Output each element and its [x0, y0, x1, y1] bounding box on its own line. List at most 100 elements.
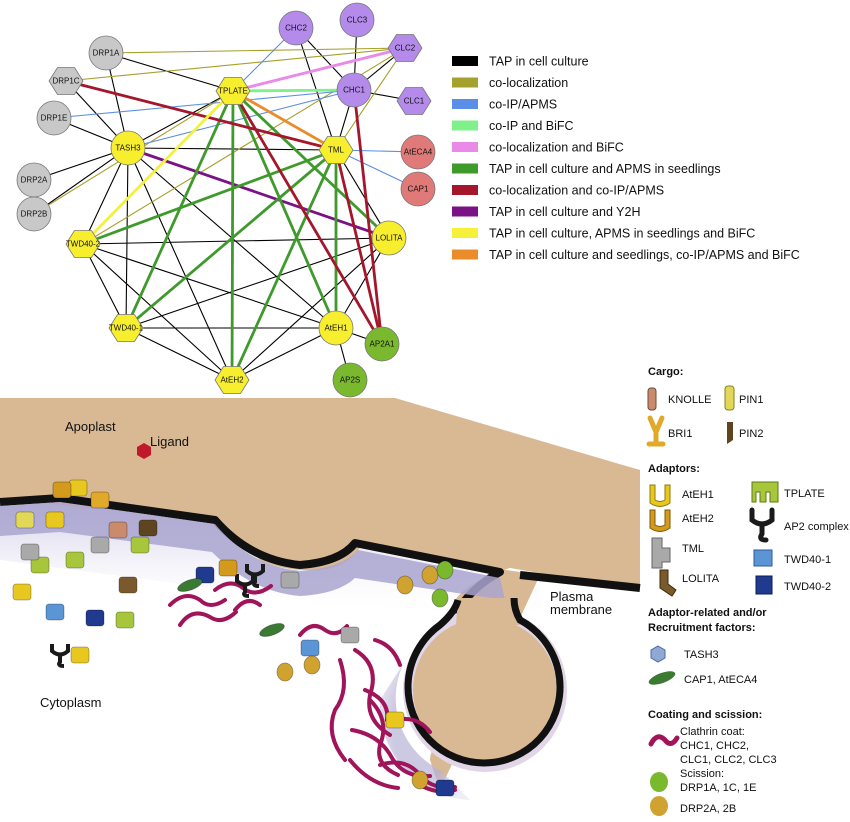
- clathrin-coat-label-3: CLC1, CLC2, CLC3: [680, 754, 777, 766]
- node-shape-clc1: [396, 87, 432, 115]
- vesicle-membrane: [404, 597, 564, 767]
- legend-swatch-coip_bifc: [452, 120, 478, 131]
- adaptors-title: Adaptors:: [648, 463, 700, 475]
- node-label-drp2a: DRP2A: [21, 176, 48, 185]
- edge-tplate-tash3: [127, 90, 234, 149]
- scene-bri1-17: [90, 491, 110, 509]
- edge-drp1e-chc1: [53, 89, 355, 119]
- legend-label-tap_y2h: TAP in cell culture and Y2H: [489, 205, 640, 219]
- scene-twd401-3: [45, 603, 65, 621]
- ligand-molecule: [137, 443, 151, 459]
- edge-drp1a-tplate: [105, 52, 234, 92]
- scene-lolita-9: [118, 576, 138, 594]
- edge-tash3-twd40-1: [125, 147, 129, 329]
- node-label-clc1: CLC1: [404, 97, 425, 106]
- edge-twd40-2-lolita: [82, 237, 390, 245]
- scene-tplate-0: [30, 556, 50, 574]
- node-label-drp2b: DRP2B: [21, 210, 48, 219]
- scene-tplate-11: [130, 536, 150, 554]
- scission-label-2: DRP1A, 1C, 1E: [680, 782, 756, 794]
- legend-label-coip_bifc: co-IP and BiFC: [489, 119, 574, 133]
- pin1-icon: [724, 385, 735, 411]
- pin2-label: PIN2: [739, 428, 763, 440]
- cap1-ateca4-icon: [648, 671, 676, 685]
- node-label-chc2: CHC2: [285, 24, 307, 33]
- node-label-ateh2: AtEH2: [220, 376, 244, 385]
- edge-tml-clc2: [335, 47, 406, 151]
- edge-tplate-lolita: [232, 89, 390, 240]
- edge-tplate-ap2a1: [231, 90, 384, 345]
- node-shape-clc3: [339, 2, 375, 38]
- edge-twd40-2-ateh2: [82, 243, 233, 381]
- scene-pin2-13: [138, 519, 158, 537]
- node-twd40-1: TWD40-1: [108, 314, 144, 342]
- node-clc2: CLC2: [387, 34, 423, 62]
- node-clc3: CLC3: [339, 2, 375, 38]
- node-label-ap2a1: AP2A1: [370, 340, 395, 349]
- ateh2-icon: [649, 509, 671, 532]
- legend-label-coloc: co-localization: [489, 76, 568, 90]
- ateh2-label: AtEH2: [682, 513, 714, 525]
- node-shape-twd40-2: [65, 230, 101, 258]
- node-ateh1: AtEH1: [318, 310, 354, 346]
- legend-swatch-coloc_coip: [452, 185, 478, 195]
- vesicle-lumen: [413, 618, 557, 762]
- node-shape-twd40-1: [108, 314, 144, 342]
- scene-ateh1-15: [68, 479, 88, 497]
- edge-tml-ateh2: [230, 149, 338, 381]
- node-shape-cap1: [400, 171, 436, 207]
- node-shape-chc1: [336, 72, 372, 108]
- twd40-2-label: TWD40-2: [784, 581, 831, 593]
- edge-tplate-ateh1: [231, 90, 338, 329]
- recruit-title-1: Adaptor-related and/or: [648, 607, 767, 619]
- bri1-label: BRI1: [668, 428, 692, 440]
- scene-proteins: [12, 479, 455, 797]
- bri1-icon: [646, 415, 666, 447]
- node-shape-drp1a: [88, 35, 124, 71]
- node-tash3: TASH3: [110, 130, 146, 166]
- tplate-label: TPLATE: [784, 488, 825, 500]
- edge-twd40-2-twd40-1: [82, 243, 127, 329]
- vesicle-neck: [456, 598, 520, 625]
- node-label-clc3: CLC3: [347, 16, 368, 25]
- edge-twd40-1-lolita: [125, 237, 390, 329]
- legend-label-coip: co-IP/APMS: [489, 98, 557, 112]
- scene-tml-22: [280, 571, 300, 589]
- edge-tml-drp1c: [65, 79, 337, 152]
- legend-label-coloc_bifc: co-localization and BiFC: [489, 141, 624, 155]
- clathrin-coat-label-2: CHC1, CHC2,: [680, 740, 749, 752]
- drp2-icon: [650, 796, 668, 816]
- node-shape-drp1c: [48, 67, 84, 95]
- scene-tplate-8: [115, 611, 135, 629]
- edge-tml-twd40-2: [82, 148, 337, 246]
- cytoplasm-label: Cytoplasm: [40, 695, 101, 710]
- legend-swatch-tap: [452, 56, 478, 66]
- edge-tash3-drp2b: [33, 147, 129, 215]
- scene-twd402-21: [195, 566, 215, 584]
- edge-twd40-2-ateh1: [82, 243, 337, 329]
- scene-twd401-23: [300, 639, 320, 657]
- plasma-membrane-label-1: Plasma: [550, 589, 594, 604]
- node-shape-tash3: [110, 130, 146, 166]
- edge-ateh1-ateh2: [231, 327, 337, 381]
- node-label-drp1e: DRP1E: [41, 114, 68, 123]
- edge-tash3-lolita: [127, 146, 390, 240]
- node-shape-lolita: [371, 220, 407, 256]
- scene-ateh1-2: [12, 583, 32, 601]
- scene-ateh2-16: [52, 481, 72, 499]
- scene-tml-4: [20, 543, 40, 561]
- scene-drp1-33: [431, 588, 449, 608]
- node-cap1: CAP1: [400, 171, 436, 207]
- node-drp1a: DRP1A: [88, 35, 124, 71]
- tash3-label: TASH3: [684, 649, 719, 661]
- tml-icon: [651, 537, 671, 569]
- edge-twd40-1-ateh2: [125, 327, 233, 381]
- node-drp1c: DRP1C: [48, 67, 84, 95]
- scene-ap2-5: [50, 644, 70, 668]
- node-twd40-2: TWD40-2: [65, 230, 101, 258]
- edge-legend: TAP in cell cultureco-localizationco-IP/…: [452, 55, 800, 262]
- tplate-icon: [751, 481, 779, 503]
- pin2-icon: [727, 422, 733, 444]
- legend-swatch-tap_y2h: [452, 206, 478, 217]
